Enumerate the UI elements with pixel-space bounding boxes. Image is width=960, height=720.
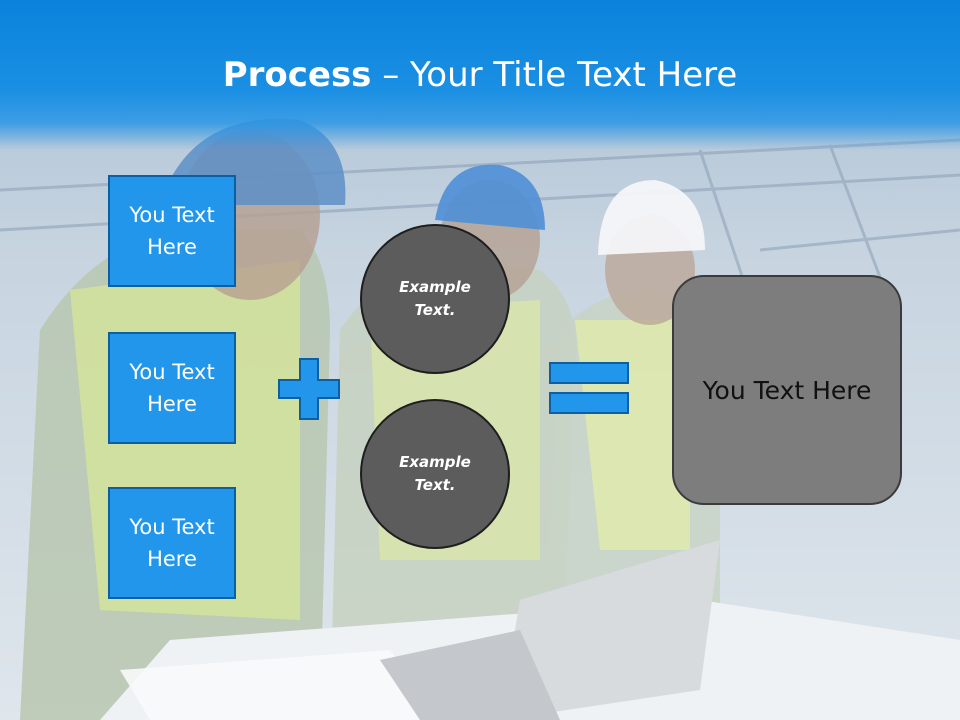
equals-icon bbox=[549, 362, 629, 414]
example-circle-2-label: Example Text. bbox=[399, 453, 471, 494]
title-bar bbox=[0, 0, 960, 150]
text-box-1[interactable]: You Text Here bbox=[108, 175, 236, 287]
example-circle-2[interactable]: Example Text. bbox=[360, 399, 510, 549]
text-box-1-label: You Text Here bbox=[129, 203, 215, 259]
text-box-3[interactable]: You Text Here bbox=[108, 487, 236, 599]
text-box-2-label: You Text Here bbox=[129, 360, 215, 416]
example-circle-1[interactable]: Example Text. bbox=[360, 224, 510, 374]
slide-title-text: – Your Title Text Here bbox=[371, 55, 738, 95]
result-box-label: You Text Here bbox=[702, 375, 872, 405]
text-box-2[interactable]: You Text Here bbox=[108, 332, 236, 444]
plus-icon bbox=[278, 358, 340, 420]
slide-title-bold: Process bbox=[222, 55, 372, 95]
example-circle-1-label: Example Text. bbox=[399, 278, 471, 319]
slide-title: Process – Your Title Text Here bbox=[0, 54, 960, 96]
text-box-3-label: You Text Here bbox=[129, 515, 215, 571]
result-box[interactable]: You Text Here bbox=[672, 275, 902, 505]
